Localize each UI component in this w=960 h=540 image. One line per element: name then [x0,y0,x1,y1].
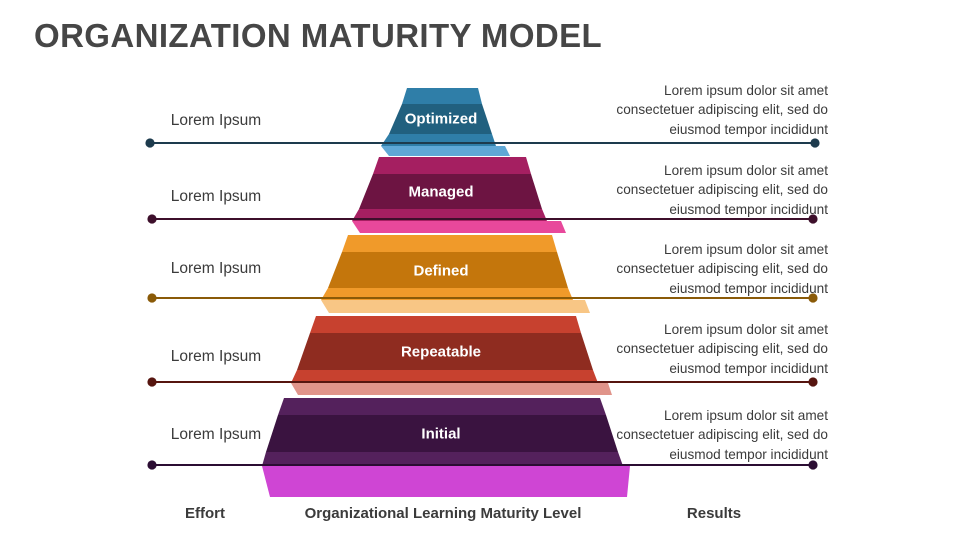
repeatable-band-light-top [310,316,581,333]
connector-initial [147,460,818,470]
connector-repeatable [147,377,818,387]
connector-dot-right-optimized [810,138,820,148]
right-text-repeatable: Lorem ipsum dolor sit amet consectetuer … [616,322,828,376]
defined-band-dark [328,252,568,288]
optimized-band-dark [389,104,492,134]
connector-optimized [145,138,820,148]
left-label-managed: Lorem Ipsum [170,188,262,205]
right-text-initial: Lorem ipsum dolor sit amet consectetuer … [616,408,828,462]
pyramid-level-optimized[interactable] [381,88,510,156]
connector-dot-right-initial [808,460,818,470]
right-text-managed: Lorem ipsum dolor sit amet consectetuer … [616,163,828,217]
optimized-shadow [381,146,510,156]
managed-band-dark [359,174,542,209]
repeatable-shadow [291,383,612,395]
initial-shadow [262,466,630,497]
managed-shadow [352,221,566,233]
connector-dot-left-initial [147,460,157,470]
pyramid-level-repeatable[interactable] [291,316,612,395]
defined-band-light-top [342,235,557,252]
axis-label-results: Results [686,505,742,522]
left-label-optimized: Lorem Ipsum [170,112,262,129]
optimized-band-light-top [402,88,482,104]
left-label-repeatable: Lorem Ipsum [170,348,262,365]
connector-dot-right-repeatable [808,377,818,387]
left-label-initial: Lorem Ipsum [170,426,262,443]
pyramid-level-managed[interactable] [352,157,566,233]
left-label-defined: Lorem Ipsum [170,260,262,277]
connector-dot-left-repeatable [147,377,157,387]
defined-shadow [321,300,590,313]
initial-band-light-top [278,398,606,415]
right-text-defined: Lorem ipsum dolor sit amet consectetuer … [616,242,828,296]
connector-dot-left-optimized [145,138,155,148]
right-text-optimized: Lorem ipsum dolor sit amet consectetuer … [616,83,828,137]
initial-band-light-bottom [262,452,623,466]
repeatable-band-light-bottom [291,370,598,383]
connector-dot-left-defined [147,293,157,303]
repeatable-band-dark [297,333,593,370]
page-title: ORGANIZATION MATURITY MODEL [34,17,603,54]
connector-managed [147,214,818,224]
optimized-band-light-bottom [381,134,496,146]
pyramid-level-initial[interactable] [262,398,630,497]
connector-dot-left-managed [147,214,157,224]
connector-dot-right-managed [808,214,818,224]
initial-band-dark [266,415,618,452]
axis-label-effort: Effort [185,505,225,522]
connector-dot-right-defined [808,293,818,303]
managed-band-light-top [373,157,531,174]
axis-label-center: Organizational Learning Maturity Level [304,505,582,522]
pyramid-level-defined[interactable] [321,235,590,313]
connector-defined [147,293,818,303]
